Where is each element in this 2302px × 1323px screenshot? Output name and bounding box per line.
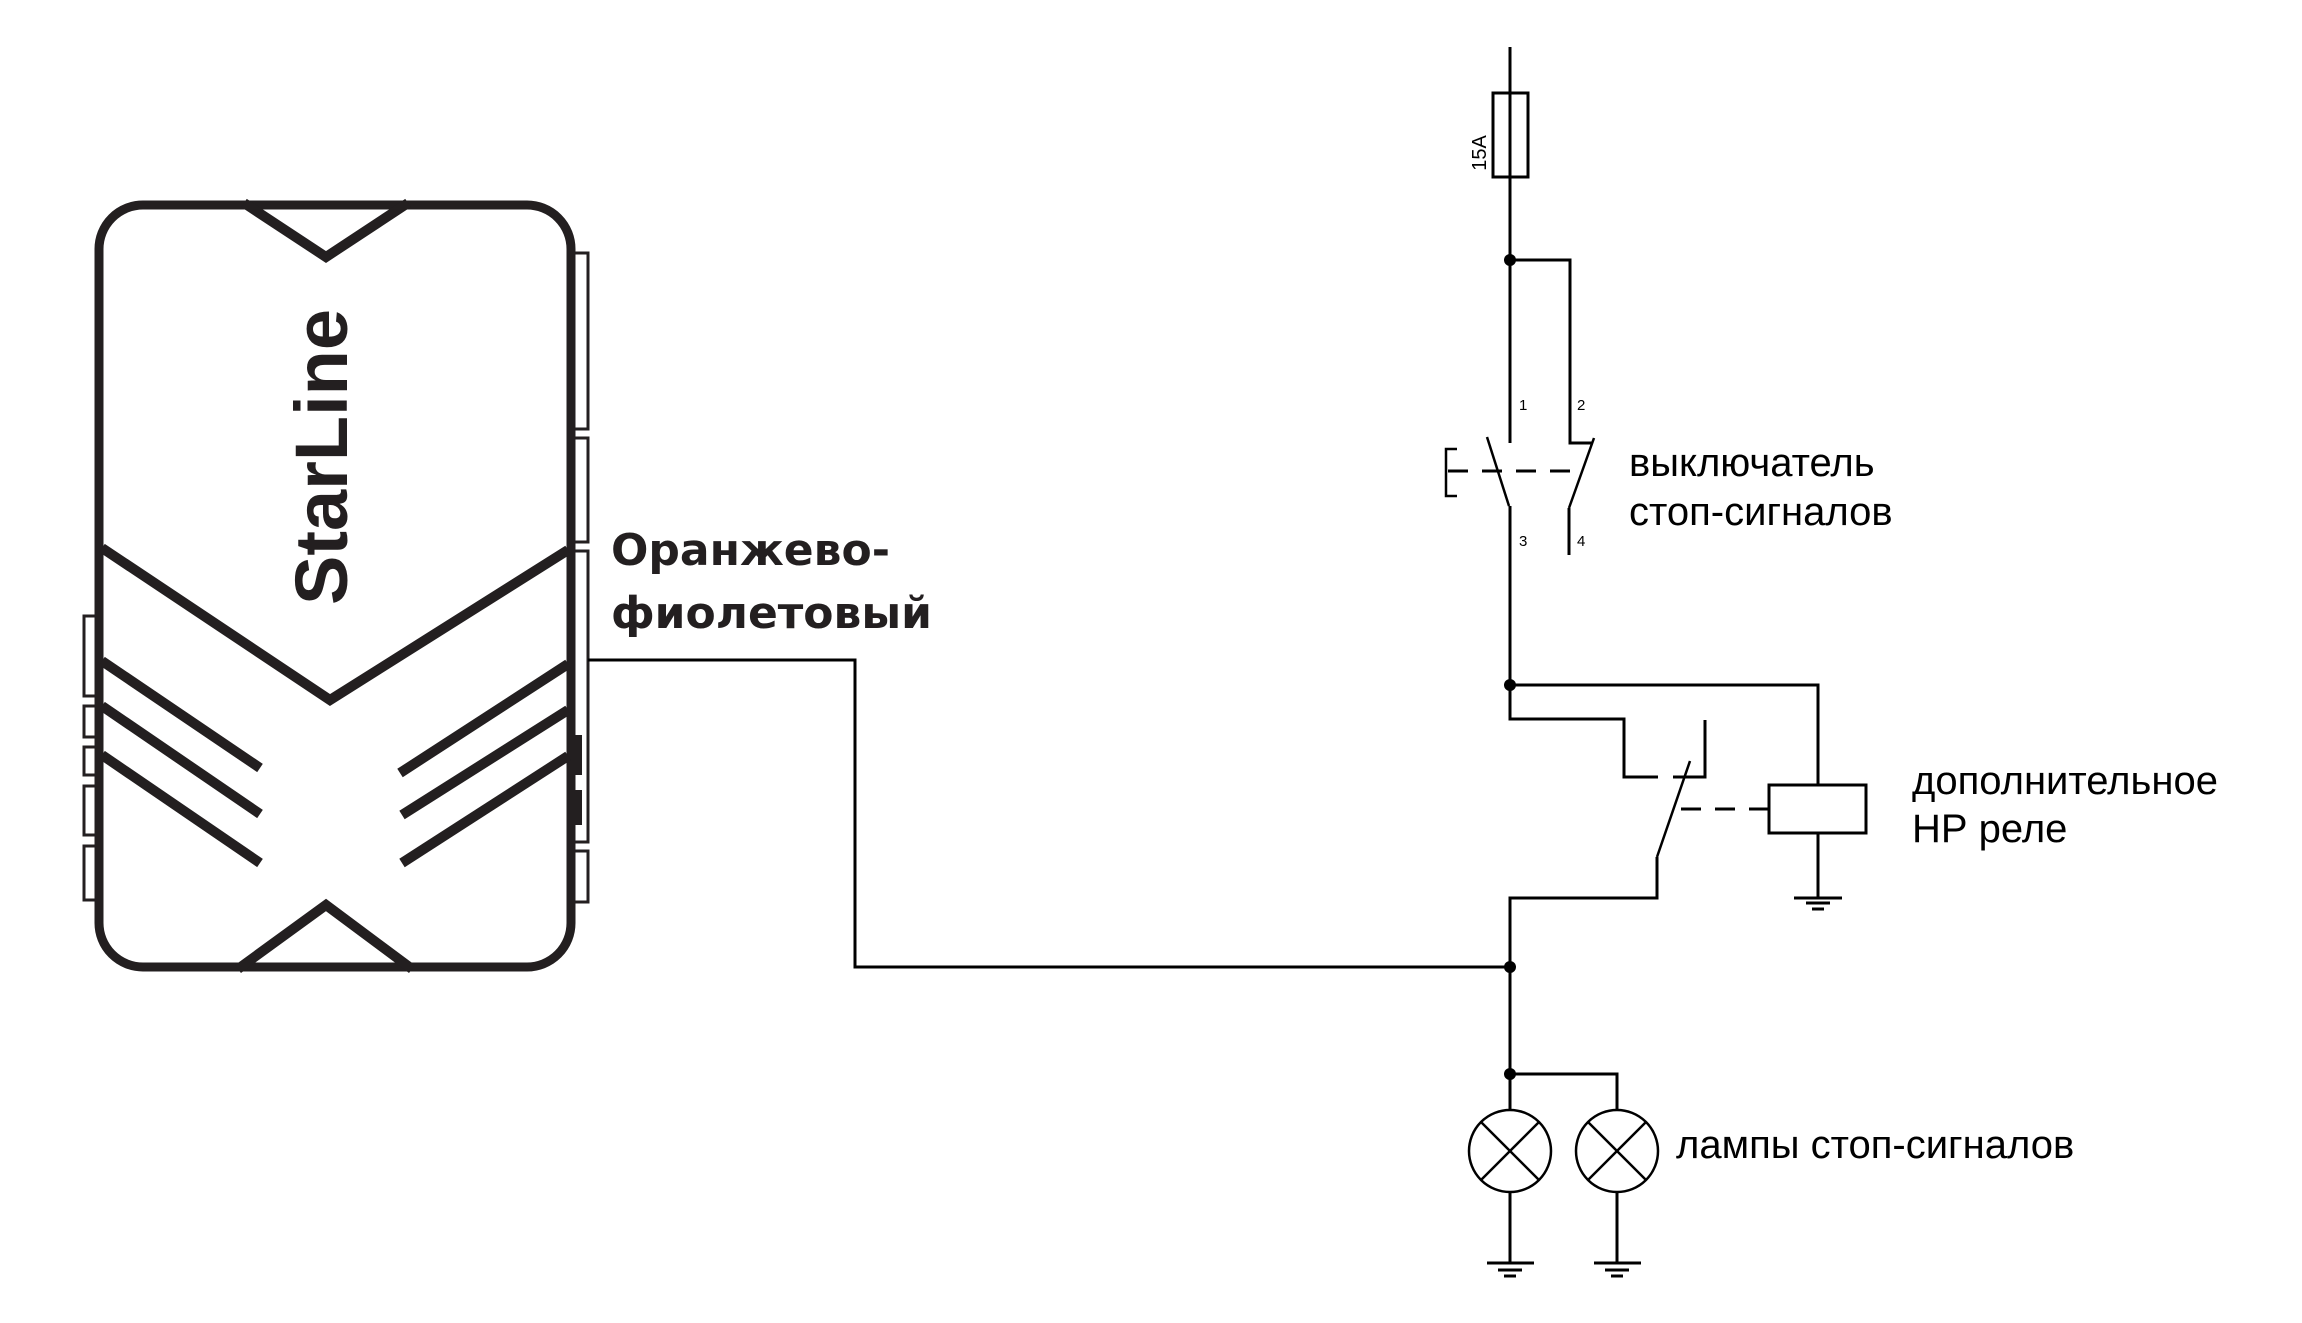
pin-label-1: 1 — [1519, 397, 1527, 414]
relay-label-line2: НР реле — [1912, 807, 2067, 851]
orange-violet-wire — [588, 658, 1510, 969]
left-stripe — [99, 701, 263, 819]
relay-coil-feed — [1510, 683, 1820, 785]
lamp2-feed-wire — [1510, 1072, 1619, 1110]
fuse-rating-label: 15A — [1469, 135, 1491, 171]
right-stripe — [399, 705, 571, 820]
ground-icon — [1794, 896, 1842, 911]
lamps-label: лампы стоп-сигналов — [1676, 1123, 2074, 1167]
relay-contact-blade — [1655, 760, 1692, 858]
starline-logo: StarLine — [280, 309, 363, 605]
left-stripe — [99, 750, 263, 868]
right-stripe — [397, 659, 571, 778]
left-stripe — [99, 656, 263, 773]
switch-actuator — [1444, 447, 1457, 498]
ground-icon — [1594, 1261, 1641, 1278]
brake-lamp-2 — [1574, 1108, 1660, 1278]
pin-label-4: 4 — [1577, 533, 1585, 550]
switch-branch-wire — [1510, 258, 1593, 445]
relay-label-line1: дополнительное — [1912, 759, 2218, 803]
no-relay — [1508, 683, 1868, 1193]
relay-output-wire — [1508, 857, 1659, 1193]
control-unit-body — [94, 200, 576, 972]
wire-label-line2: фиолетовый — [611, 588, 932, 639]
junction-dot — [1504, 961, 1516, 973]
brake-light-switch: 1 2 3 4 — [1444, 397, 1596, 555]
right-stripe — [399, 751, 571, 868]
ground-icon — [1487, 1261, 1534, 1278]
pin-label-2: 2 — [1577, 397, 1585, 414]
brake-lamp-1 — [1467, 1108, 1553, 1278]
relay-contact-fixed — [1673, 720, 1707, 779]
relay-coil — [1767, 783, 1868, 835]
relay-contact-wire — [1508, 685, 1658, 779]
bottom-notch — [235, 898, 415, 974]
starline-control-unit: StarLine — [82, 198, 590, 974]
brake-switch-label-line2: стоп-сигналов — [1629, 490, 1893, 534]
main-chevron — [99, 543, 571, 706]
fuse-symbol — [1491, 91, 1530, 179]
switch-blade-nc — [1567, 437, 1596, 509]
brake-switch-label-line1: выключатель — [1629, 441, 1875, 485]
pin-label-3: 3 — [1519, 533, 1527, 550]
top-notch — [241, 198, 411, 263]
wire-label-line1: Оранжево- — [611, 525, 890, 576]
